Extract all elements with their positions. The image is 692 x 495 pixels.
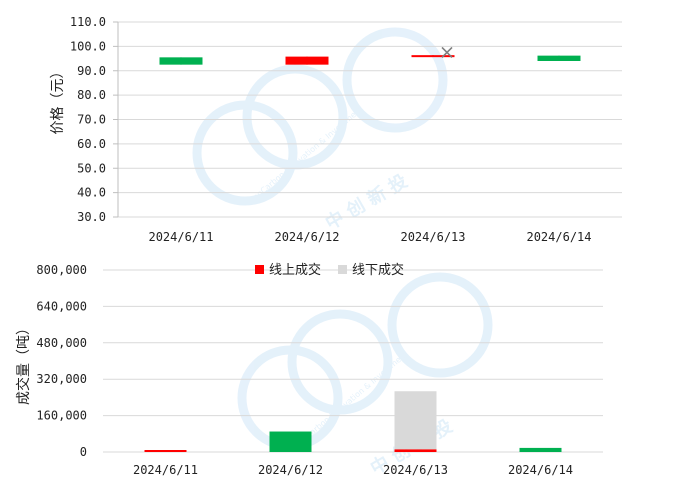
bottom-x-tick-label: 2024/6/12 bbox=[258, 463, 323, 477]
top-x-tick-label: 2024/6/11 bbox=[148, 230, 213, 244]
top-y-axis-label: 价格（元） bbox=[50, 65, 66, 135]
top-y-tick-label: 90.0 bbox=[77, 64, 106, 78]
top-y-tick-label: 70.0 bbox=[77, 113, 106, 127]
price-candlestick-chart: 110.0 100.0 90.0 80.0 70.0 60.0 50.0 40.0 30.0 20… bbox=[50, 15, 622, 244]
bottom-y-axis-label: 成交量（吨） bbox=[15, 321, 32, 405]
online-volume-bar bbox=[519, 447, 562, 452]
top-y-tick-label: 60.0 bbox=[77, 137, 106, 151]
legend-swatch bbox=[255, 265, 264, 274]
candle-body bbox=[537, 55, 581, 61]
online-volume-bar bbox=[269, 431, 312, 452]
top-y-tick-label: 40.0 bbox=[77, 186, 106, 200]
candle-body bbox=[411, 55, 455, 58]
candle-body bbox=[159, 57, 203, 65]
watermark-ring bbox=[287, 309, 393, 415]
price-marker-x bbox=[441, 46, 453, 59]
bottom-y-tick-label: 320,000 bbox=[36, 372, 87, 386]
bottom-y-tick-label: 640,000 bbox=[36, 299, 87, 313]
watermark-ring bbox=[387, 272, 493, 378]
bottom-y-tick-label: 160,000 bbox=[36, 409, 87, 423]
online-volume-bar bbox=[144, 450, 187, 452]
bottom-y-tick-label: 480,000 bbox=[36, 336, 87, 350]
top-y-tick-label: 80.0 bbox=[77, 88, 106, 102]
top-y-tick-label: 30.0 bbox=[77, 210, 106, 224]
watermark-ring bbox=[342, 27, 448, 133]
top-x-tick-label: 2024/6/14 bbox=[526, 230, 591, 244]
candle-body bbox=[285, 56, 329, 65]
top-x-tick-label: 2024/6/12 bbox=[274, 230, 339, 244]
top-y-tick-label: 100.0 bbox=[70, 39, 106, 53]
top-x-tick-label: 2024/6/13 bbox=[400, 230, 465, 244]
legend-swatch bbox=[338, 265, 347, 274]
watermark-brand-cn: 中 创 新 投 bbox=[322, 170, 412, 234]
online-volume-bar bbox=[394, 449, 437, 452]
volume-bar-chart: 800,000 640,000 480,000 320,000 160,000 0 2024… bbox=[15, 262, 603, 477]
bottom-y-tick-label: 0 bbox=[80, 445, 87, 459]
top-y-tick-label: 50.0 bbox=[77, 161, 106, 175]
bottom-x-tick-label: 2024/6/13 bbox=[383, 463, 448, 477]
bottom-y-tick-label: 800,000 bbox=[36, 263, 87, 277]
bottom-x-tick-label: 2024/6/11 bbox=[133, 463, 198, 477]
legend-label: 线上成交 bbox=[269, 262, 321, 278]
watermark-ring bbox=[242, 64, 348, 170]
legend-label: 线下成交 bbox=[352, 262, 404, 278]
top-y-tick-label: 110.0 bbox=[70, 15, 106, 29]
offline-volume-bar bbox=[394, 391, 437, 450]
bottom-x-tick-label: 2024/6/14 bbox=[508, 463, 573, 477]
